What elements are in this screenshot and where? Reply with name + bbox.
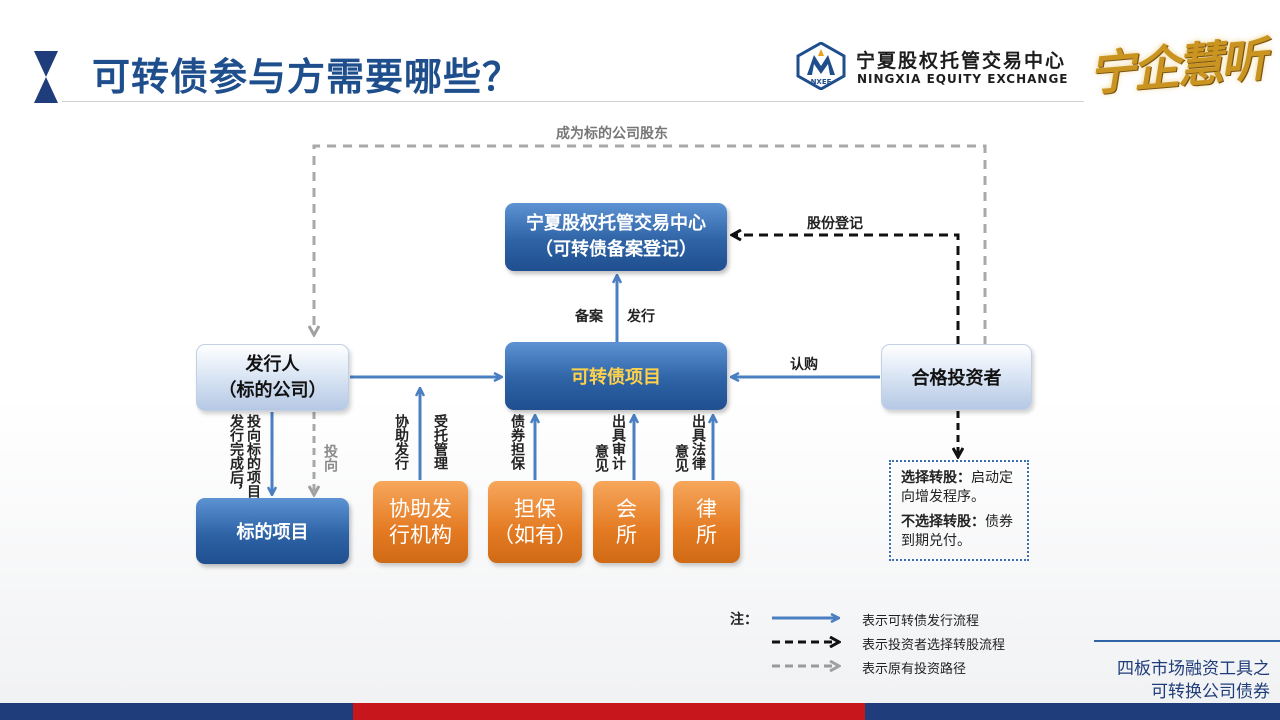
agency-box-line2: 行机构 xyxy=(389,523,452,547)
exchange-box-line2: （可转债备案登记） xyxy=(535,239,697,260)
agency-box-line1: 协助发 xyxy=(389,497,452,521)
qualified-investor-box: 合格投资者 xyxy=(881,344,1032,410)
exchange-center-box: 宁夏股权托管交易中心 （可转债备案登记） xyxy=(505,203,727,271)
conversion-note-box: 选择转股：启动定向增发程序。 不选择转股：债券到期兑付。 xyxy=(889,460,1029,561)
exchange-box-line1: 宁夏股权托管交易中心 xyxy=(526,213,706,234)
target-box-label: 标的项目 xyxy=(236,522,309,543)
guarantee-box-line2: （如有） xyxy=(493,523,577,547)
issuer-box: 发行人 （标的公司） xyxy=(196,344,349,411)
invest-label: 投向 xyxy=(322,444,338,472)
guarantee-box: 担保 （如有） xyxy=(488,481,582,563)
share-registration-line xyxy=(733,235,960,345)
invest-after-label: 投向标的项目 xyxy=(245,414,261,498)
issue-complete-label: 发行完成后， xyxy=(228,414,244,498)
page-title: 可转债参与方需要哪些？ xyxy=(92,55,522,99)
filing-label: 备案 xyxy=(575,309,603,325)
bond-guarantee-label: 债券担保 xyxy=(509,414,525,470)
not-choose-conversion-label: 不选择转股： xyxy=(901,514,985,530)
nxee-logo-icon: NXEE xyxy=(796,42,846,90)
hourglass-icon xyxy=(34,51,58,103)
legend-item-conversion: 表示投资者选择转股流程 xyxy=(862,638,1006,653)
law-box-line1: 律 xyxy=(696,497,717,521)
issuer-box-line1: 发行人 xyxy=(245,353,300,375)
law-box-line2: 所 xyxy=(696,523,717,547)
audit-opinion-label-2: 意见 xyxy=(593,444,609,472)
share-registration-label: 股份登记 xyxy=(807,216,863,232)
legal-opinion-label-1: 出具法律 xyxy=(690,414,706,470)
legend-item-issuance: 表示可转债发行流程 xyxy=(862,614,980,629)
assist-issue-label: 协助发行 xyxy=(393,414,409,470)
logo-mark-text: NXEE xyxy=(811,78,832,86)
target-project-box: 标的项目 xyxy=(196,498,349,564)
footer-line-2: 可转换公司债券 xyxy=(1151,682,1270,702)
subscription-label: 认购 xyxy=(790,357,818,373)
legend-prefix: 注： xyxy=(730,612,758,628)
header-divider xyxy=(62,101,1084,102)
issuance-label: 发行 xyxy=(627,309,655,325)
logo-english-name: NINGXIA EQUITY EXCHANGE xyxy=(857,72,1069,86)
footer-bar-left xyxy=(0,703,353,720)
accounting-box-line2: 所 xyxy=(616,523,637,547)
shareholder-path-line xyxy=(314,144,987,345)
audit-opinion-label-1: 出具审计 xyxy=(610,414,626,470)
legal-opinion-label-2: 意见 xyxy=(673,444,689,472)
project-box-label: 可转债项目 xyxy=(571,367,661,388)
accounting-box-line1: 会 xyxy=(616,497,637,521)
not-choose-conversion-text: 债券到期兑付。 xyxy=(901,514,1013,549)
footer-bar-right xyxy=(865,703,1280,720)
issue-agency-box: 协助发 行机构 xyxy=(373,481,468,563)
choose-conversion-text: 启动定向增发程序。 xyxy=(901,470,1013,505)
shareholder-path-label: 成为标的公司股东 xyxy=(556,126,668,142)
law-firm-box: 律 所 xyxy=(673,481,740,563)
investor-box-label: 合格投资者 xyxy=(911,368,1002,389)
footer-line-1: 四板市场融资工具之 xyxy=(1117,659,1270,679)
entrusted-management-label: 受托管理 xyxy=(432,414,448,470)
logo-chinese-name: 宁夏股权托管交易中心 xyxy=(856,50,1067,72)
issuer-box-line2: （标的公司） xyxy=(218,379,327,401)
accounting-firm-box: 会 所 xyxy=(593,481,660,563)
footer-bar-middle xyxy=(353,703,865,720)
convertible-bond-project-box: 可转债项目 xyxy=(505,342,727,410)
choose-conversion-label: 选择转股： xyxy=(901,470,971,486)
legend-item-original: 表示原有投资路径 xyxy=(862,662,967,677)
footer-divider xyxy=(1094,640,1280,642)
guarantee-box-line1: 担保 xyxy=(514,497,556,521)
